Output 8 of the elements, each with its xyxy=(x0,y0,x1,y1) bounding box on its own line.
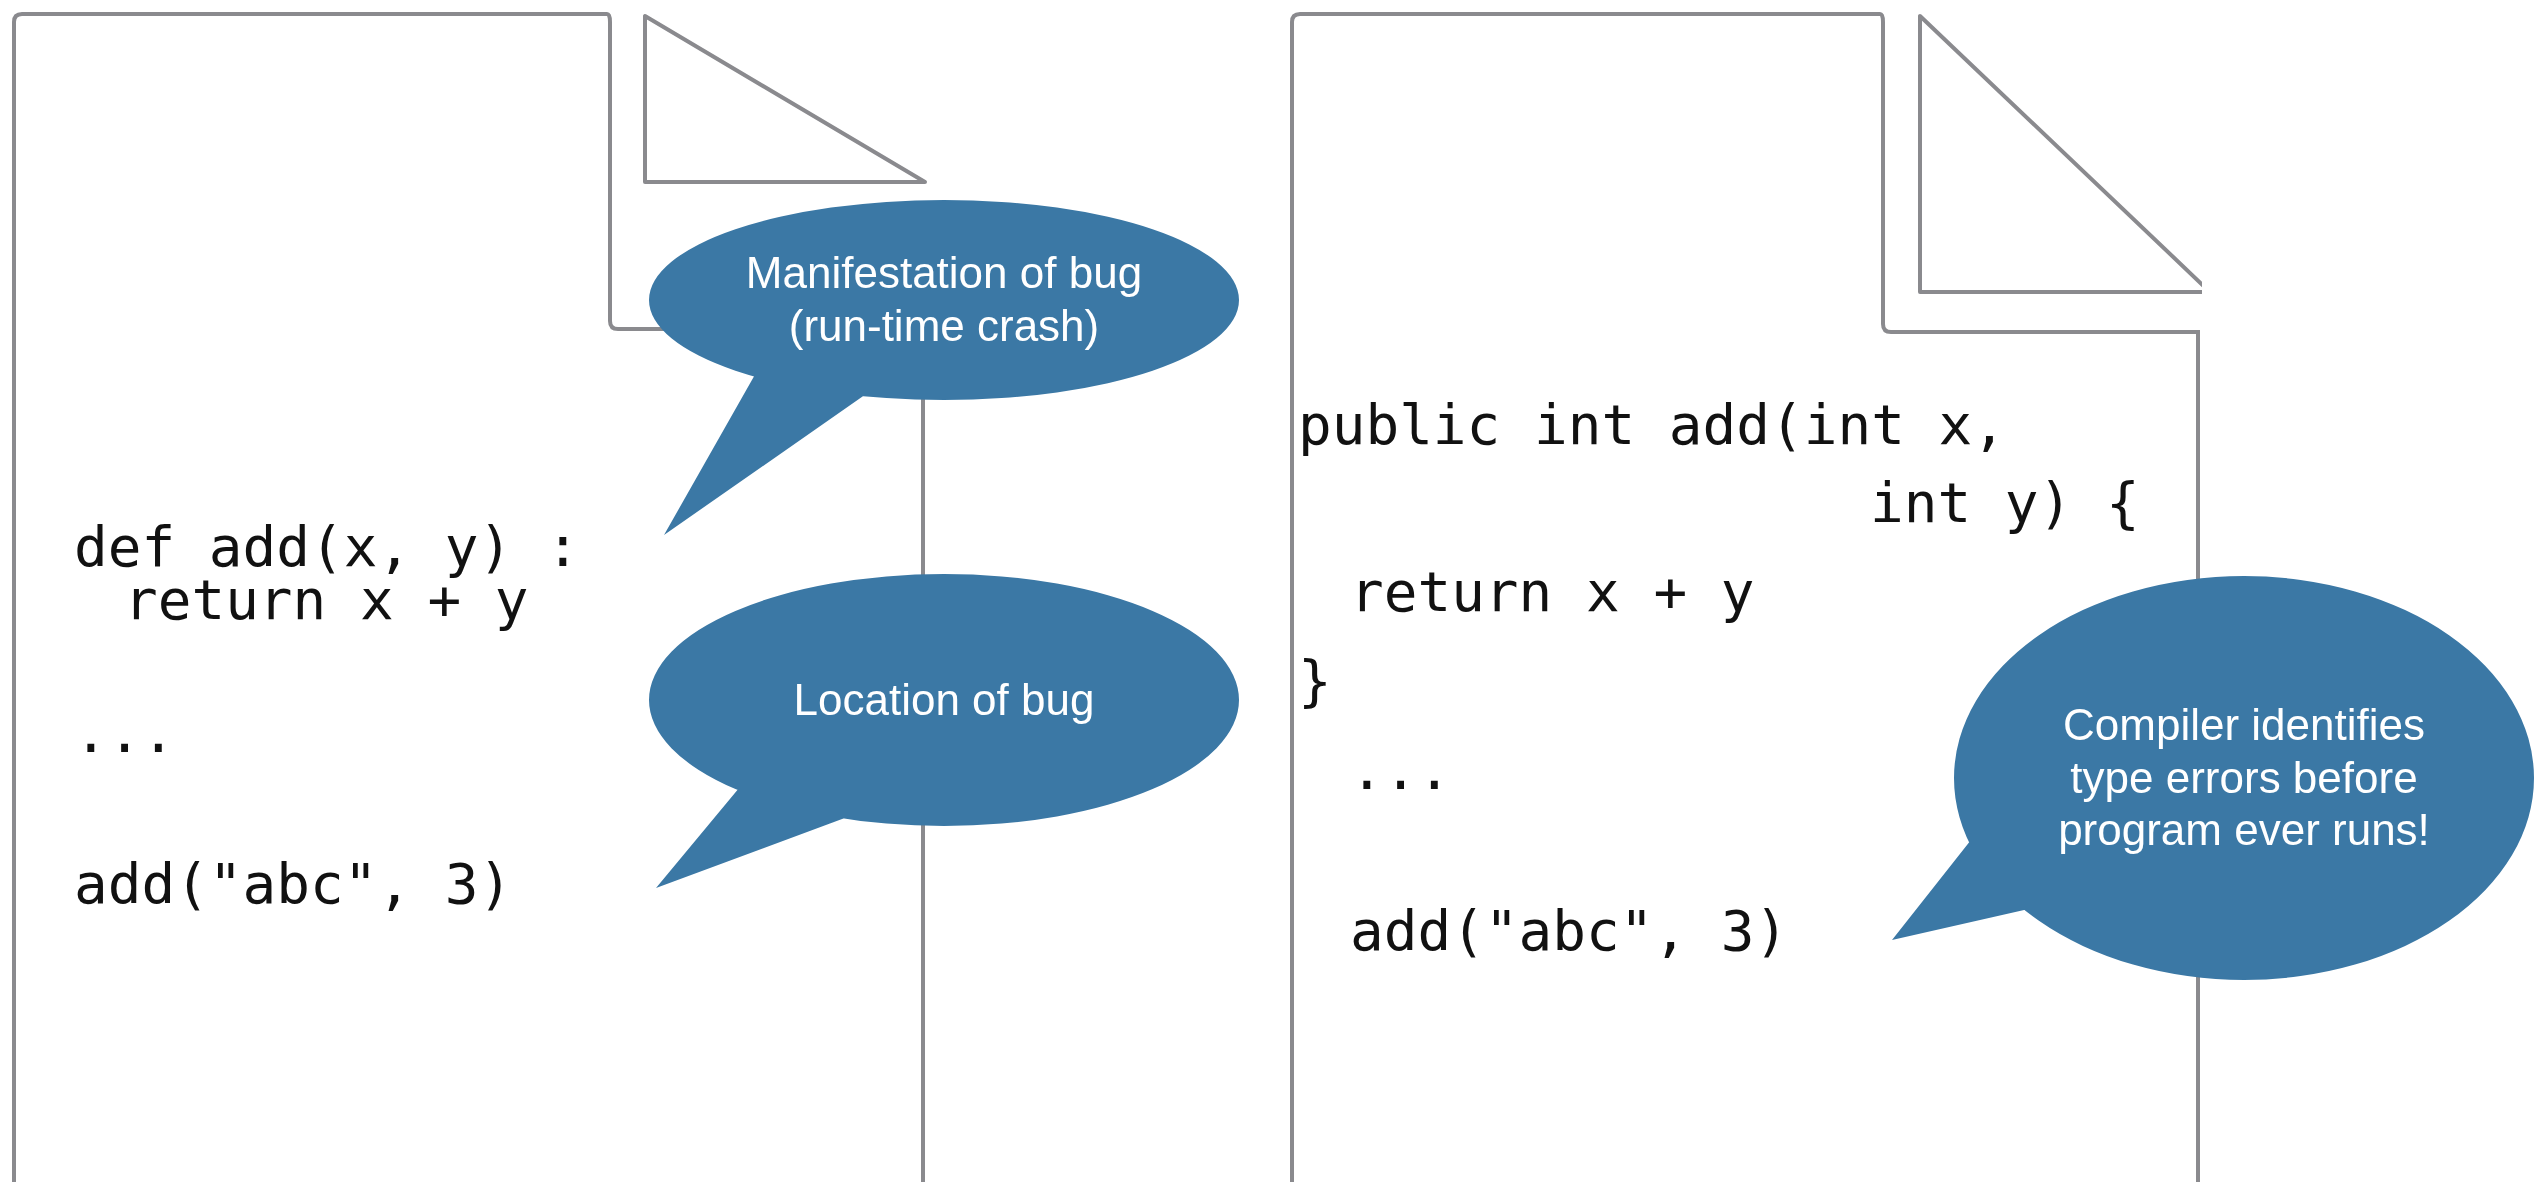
code-line: ... xyxy=(74,705,176,761)
code-line: ... xyxy=(1350,742,1452,798)
bubble-text: Compiler identifies type errors before program ever runs! xyxy=(2057,698,2431,857)
code-line: add("abc", 3) xyxy=(74,856,513,912)
code-line: } xyxy=(1298,653,1332,709)
bubble-text: Location of bug xyxy=(793,673,1095,726)
code-line: add("abc", 3) xyxy=(1350,903,1789,959)
bubble-text: Manifestation of bug (run-time crash) xyxy=(744,247,1144,352)
